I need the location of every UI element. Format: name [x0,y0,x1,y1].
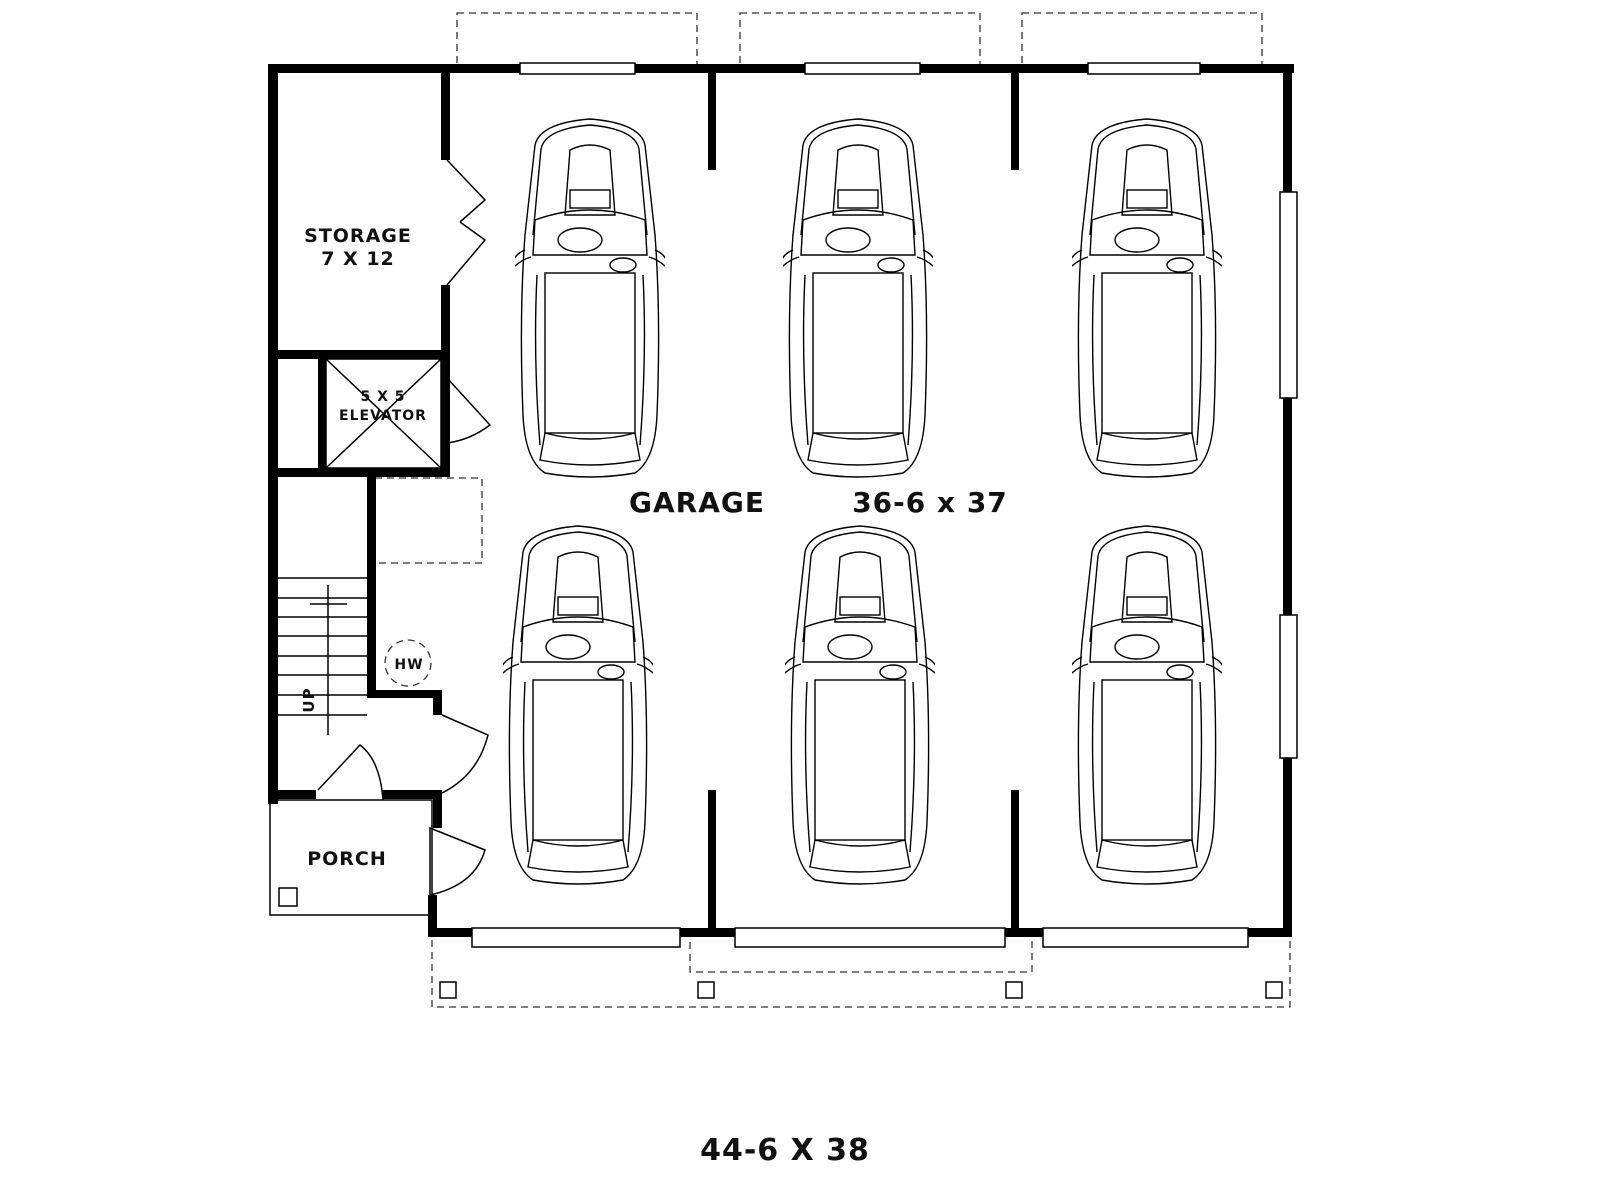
storage-label: STORAGE [304,225,412,247]
posts [439,981,1283,999]
water-heater-label: WH [393,657,422,673]
water-heater [384,639,432,687]
overall-dimensions: 44-6 X 38 [700,1133,870,1168]
car-5 [785,525,935,885]
porch-label: PORCH [307,848,387,870]
elevator-shaft [325,358,442,469]
elevator-size: 5 X 5 [360,389,405,405]
car-6 [1072,525,1222,885]
roof-overhangs [374,12,1291,1008]
garage-label: GARAGE [629,486,765,519]
garage-size: 36-6 x 37 [852,486,1008,519]
car-4 [503,525,653,885]
car-3 [1072,118,1222,478]
garage-doors [471,927,1249,948]
interior-doors [269,159,492,916]
walls [268,64,1294,937]
car-1 [515,118,665,478]
storage-size: 7 X 12 [321,248,395,270]
stair-up-label: UP [300,687,318,712]
elevator-label: ELEVATOR [339,408,427,424]
stairs [278,577,367,735]
car-2 [783,118,933,478]
windows [519,62,1298,759]
